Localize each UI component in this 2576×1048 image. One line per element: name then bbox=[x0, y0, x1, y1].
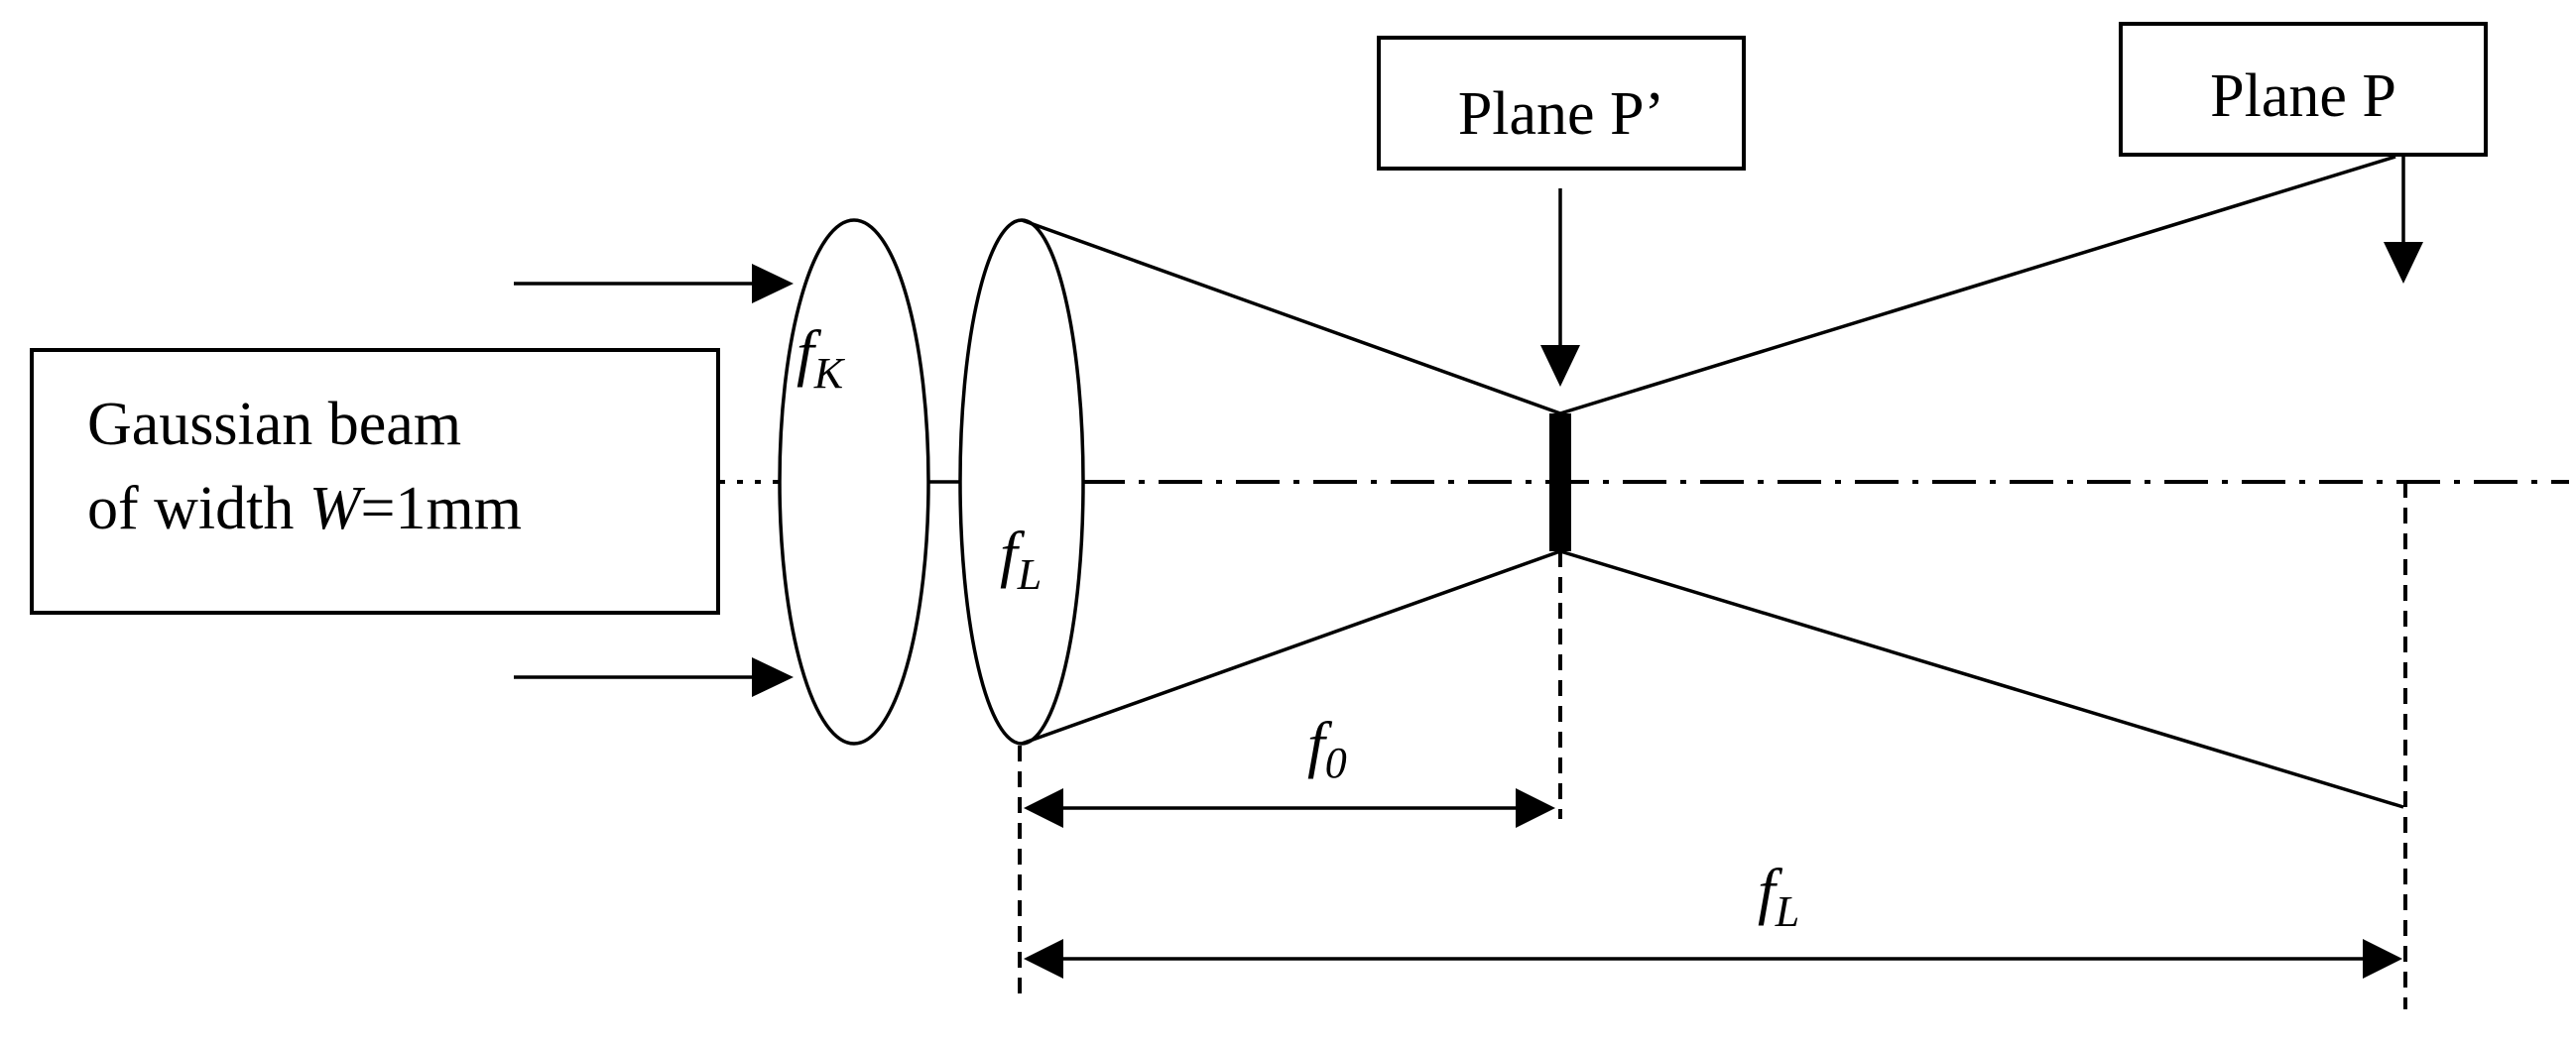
input-arrow-bottom bbox=[514, 657, 794, 697]
source-box-line1: Gaussian beam bbox=[87, 391, 461, 458]
plane-p-prime-label: Plane P’ bbox=[1458, 80, 1664, 148]
plane-p-box: Plane P bbox=[2119, 22, 2488, 157]
plane-p-arrow bbox=[2384, 155, 2423, 284]
beam-lower-diverging bbox=[1559, 549, 2404, 809]
source-box-line2: of width W=1mm bbox=[87, 475, 522, 542]
plane-p-prime-arrow bbox=[1540, 188, 1580, 387]
lens-fk bbox=[778, 218, 930, 746]
plane-p-label: Plane P bbox=[2210, 62, 2396, 130]
lens-fl bbox=[958, 218, 1085, 746]
dimension-fl-arrow bbox=[1024, 939, 2402, 979]
beam-upper-diverging bbox=[1559, 155, 2396, 415]
input-arrow-top bbox=[514, 264, 794, 303]
plane-p-prime-box: Plane P’ bbox=[1377, 36, 1746, 171]
dimension-f0-arrow bbox=[1024, 788, 1555, 828]
beam-lower-converging bbox=[1021, 549, 1561, 746]
focal-spot bbox=[1549, 413, 1571, 551]
dimension-f0-label: f0 bbox=[1307, 709, 1347, 787]
source-box: Gaussian beam of width W=1mm bbox=[30, 348, 720, 615]
dimension-fl-label: fL bbox=[1758, 856, 1799, 936]
beam-upper-converging bbox=[1021, 218, 1561, 415]
